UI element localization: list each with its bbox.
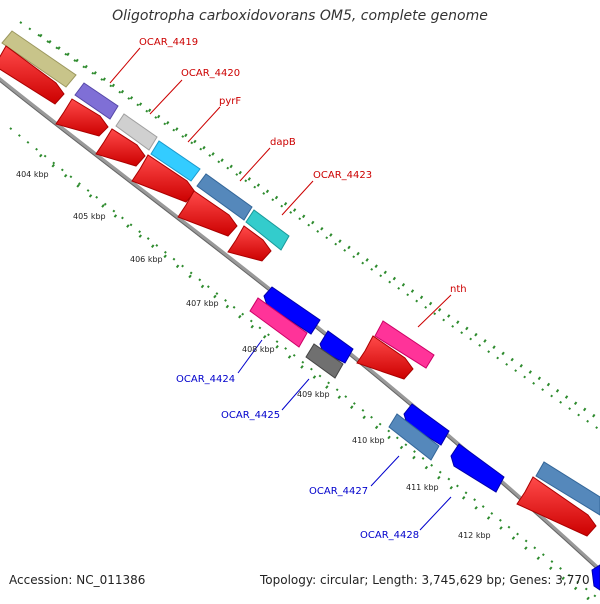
tick-label: 409 kbp bbox=[297, 390, 330, 399]
cds-arrow-1[interactable] bbox=[0, 45, 65, 105]
label-ocar-4424[interactable]: OCAR_4424 bbox=[176, 374, 235, 385]
label-ocar-4419[interactable]: OCAR_4419 bbox=[139, 37, 198, 48]
cds-arrow-6[interactable] bbox=[227, 225, 272, 262]
label-ocar-4423[interactable]: OCAR_4423 bbox=[313, 170, 372, 181]
cds-arrow-3[interactable] bbox=[95, 128, 146, 167]
label-nth[interactable]: nth bbox=[450, 284, 467, 295]
gene-ocar-4425[interactable] bbox=[305, 343, 344, 379]
label-ocar-4420[interactable]: OCAR_4420 bbox=[181, 68, 240, 79]
gene-ocar-4419[interactable] bbox=[1, 30, 77, 88]
tick-label: 408 kbp bbox=[242, 345, 275, 354]
tick-label: 411 kbp bbox=[406, 483, 439, 492]
gene-right-steel[interactable] bbox=[535, 461, 600, 516]
accession-text: Accession: NC_011386 bbox=[9, 573, 146, 587]
position-ticks: 404 kbp 405 kbp 406 kbp 407 kbp 408 kbp … bbox=[16, 170, 491, 540]
label-ocar-4427[interactable]: OCAR_4427 bbox=[309, 486, 368, 497]
cds-arrow-8[interactable] bbox=[516, 476, 597, 537]
label-ocar-4425[interactable]: OCAR_4425 bbox=[221, 410, 280, 421]
gene-teal[interactable] bbox=[245, 209, 290, 251]
guide-dotted-line bbox=[39, 153, 591, 602]
cds-arrow-5[interactable] bbox=[177, 190, 238, 237]
gene-labels-reverse: OCAR_4424 OCAR_4425 OCAR_4427 OCAR_4428 bbox=[176, 339, 452, 541]
genome-summary-text: Topology: circular; Length: 3,745,629 bp… bbox=[260, 573, 590, 587]
gene-ocar-4427[interactable] bbox=[388, 413, 440, 461]
gene-edge-blue[interactable] bbox=[591, 564, 600, 591]
tick-label: 407 kbp bbox=[186, 299, 219, 308]
genome-title: Oligotropha carboxidovorans OM5, complet… bbox=[112, 8, 488, 24]
guide-dotted-line bbox=[19, 21, 600, 431]
label-dapb[interactable]: dapB bbox=[270, 137, 296, 148]
cds-track bbox=[0, 45, 597, 537]
gene-ocar-4423[interactable] bbox=[196, 173, 253, 221]
gene-ocar-4420[interactable] bbox=[74, 82, 119, 120]
tick-label: 406 kbp bbox=[130, 255, 163, 264]
guide-lines bbox=[9, 21, 600, 602]
gene-pyrf[interactable] bbox=[115, 113, 158, 151]
tick-label: 404 kbp bbox=[16, 170, 49, 179]
gene-dapb[interactable] bbox=[150, 140, 201, 182]
gene-nth[interactable] bbox=[374, 320, 435, 369]
guide-dotted-line bbox=[9, 127, 600, 601]
gene-ocar-4428[interactable] bbox=[450, 443, 505, 493]
gene-ocar-4424[interactable] bbox=[249, 297, 308, 348]
feature-track-outer bbox=[1, 30, 600, 516]
tick-label: 405 kbp bbox=[73, 212, 106, 221]
cds-arrow-7[interactable] bbox=[356, 335, 414, 380]
feature-track-inner bbox=[249, 286, 600, 591]
tick-label: 410 kbp bbox=[352, 436, 385, 445]
label-pyrf[interactable]: pyrF bbox=[219, 96, 241, 107]
label-ocar-4428[interactable]: OCAR_4428 bbox=[360, 530, 419, 541]
tick-label: 412 kbp bbox=[458, 531, 491, 540]
gene-labels-forward: OCAR_4419 OCAR_4420 pyrF dapB OCAR_4423 … bbox=[109, 37, 467, 328]
cds-arrow-2[interactable] bbox=[55, 98, 109, 137]
